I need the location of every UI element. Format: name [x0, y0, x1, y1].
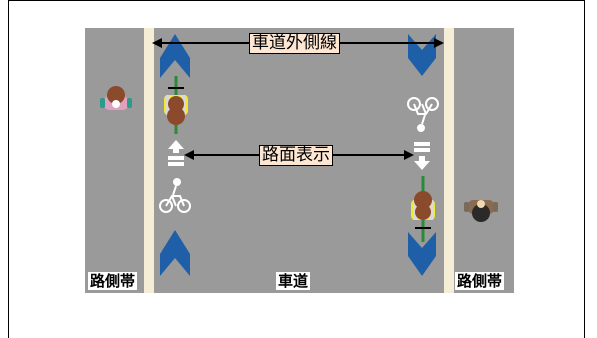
- frame-top-border: [8, 0, 585, 1]
- road-arrow-down-icon: [414, 142, 430, 170]
- road-marking-label: 路面表示: [259, 145, 333, 166]
- frame-right-border: [584, 0, 585, 338]
- outer-line-right: [444, 28, 454, 293]
- shoulder-right-label: 路側帯: [455, 272, 505, 290]
- bicycle-pictogram-icon: [407, 97, 439, 132]
- roadway-label: 車道: [276, 272, 311, 290]
- road-arrow-up-icon: [168, 140, 184, 166]
- shoulder-left-label: 路側帯: [88, 272, 138, 290]
- pedestrian-topview-icon: [100, 86, 132, 110]
- outer-line-label: 車道外側線: [249, 33, 340, 54]
- cyclist-topview-icon: [164, 76, 188, 134]
- frame-left-border: [8, 0, 9, 338]
- outer-line-left: [144, 28, 154, 293]
- down-arrow-chevron-icon: [408, 232, 436, 276]
- up-arrow-chevron-icon: [160, 34, 190, 78]
- cyclist-topview-icon: [411, 176, 435, 242]
- bicycle-pictogram-icon: [159, 178, 191, 213]
- down-arrow-chevron-icon: [408, 34, 436, 76]
- up-arrow-chevron-icon: [160, 230, 190, 276]
- pedestrian-topview-icon: [464, 200, 498, 222]
